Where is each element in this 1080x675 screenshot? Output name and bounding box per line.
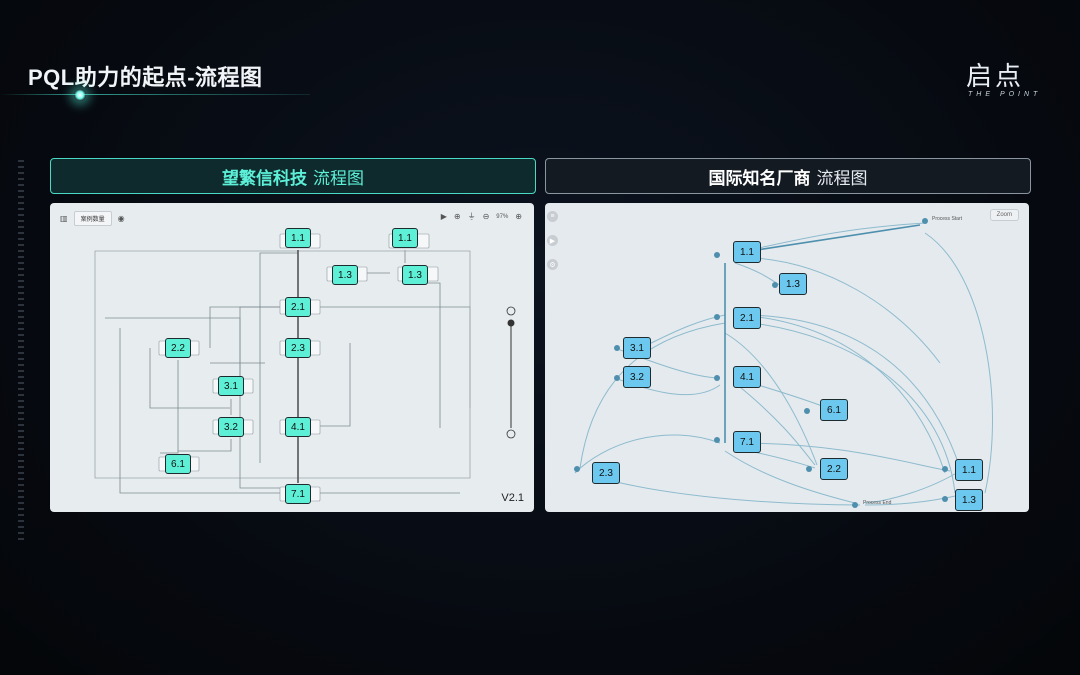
activity-node[interactable]: 1.1 (392, 228, 418, 248)
zoom-out-icon[interactable]: ⊖ (482, 212, 490, 221)
left-panel-header: 望繁信科技 流程图 (50, 158, 536, 194)
chart-icon[interactable]: ▥ (60, 213, 68, 223)
title-underline (0, 94, 310, 95)
activity-node[interactable]: 2.3 (592, 462, 620, 484)
activity-node[interactable]: 3.2 (218, 417, 244, 437)
activity-node[interactable]: 1.1 (733, 241, 761, 263)
logo-main-text: 启点 (966, 62, 1025, 92)
title-glow-dot (74, 89, 86, 101)
activity-node[interactable]: 3.2 (623, 366, 651, 388)
left-header-suffix: 流程图 (313, 168, 364, 188)
activity-node[interactable]: 1.3 (779, 273, 807, 295)
activity-node[interactable]: 6.1 (165, 454, 191, 474)
right-header-company: 国际知名厂商 (708, 168, 811, 188)
activity-node[interactable]: 2.1 (733, 307, 761, 329)
activity-node[interactable]: 1.1 (285, 228, 311, 248)
activity-node[interactable]: 6.1 (820, 399, 848, 421)
activity-node[interactable]: 4.1 (285, 417, 311, 437)
logo-sub-text: THE POINT (968, 91, 1042, 98)
slide-title: PQL助力的起点-流程图 (28, 65, 263, 90)
activity-node[interactable]: 2.3 (285, 338, 311, 358)
left-toolbar: ▥ 案例数量 ◉ (60, 210, 125, 226)
process-end-label: Process End (863, 500, 892, 506)
activity-node[interactable]: 2.2 (820, 458, 848, 480)
target-icon[interactable]: ⊕ (453, 212, 461, 221)
right-header-suffix: 流程图 (816, 168, 868, 188)
left-toolbar-right: ▶ ⊕ ⏚ ⊖ 97% ⊕ (441, 211, 522, 222)
play-icon[interactable]: ▶ (440, 212, 447, 221)
brand-logo: 启点 THE POINT (958, 56, 1058, 102)
left-header-company: 望繁信科技 (222, 168, 307, 188)
zoom-control[interactable]: Zoom (989, 209, 1019, 221)
version-label: V2.1 (501, 492, 524, 504)
metric-dropdown[interactable]: 案例数量 (73, 210, 112, 226)
activity-node[interactable]: 3.1 (623, 337, 651, 359)
activity-node[interactable]: 1.3 (402, 265, 428, 285)
side-decoration (18, 160, 24, 540)
activity-node[interactable]: 1.3 (332, 265, 358, 285)
left-process-map[interactable]: ▥ 案例数量 ◉ ▶ ⊕ ⏚ ⊖ 97% ⊕ 1.1 1.1 1.3 1.3 2… (50, 203, 534, 512)
settings-icon[interactable]: ⚙ (547, 259, 558, 270)
layers-icon[interactable]: ≡ (547, 211, 558, 222)
activity-node[interactable]: 1.3 (955, 489, 983, 511)
eye-icon[interactable]: ◉ (117, 213, 125, 223)
activity-node[interactable]: 3.1 (218, 376, 244, 396)
activity-node[interactable]: 1.1 (955, 459, 983, 481)
right-process-map[interactable]: ≡ ▶ ⚙ Zoom Process Start Process End 1.1… (545, 203, 1029, 512)
activity-node[interactable]: 7.1 (285, 484, 311, 504)
play-icon[interactable]: ▶ (547, 235, 558, 246)
hierarchy-icon[interactable]: ⏚ (467, 212, 476, 221)
process-start-label: Process Start (932, 216, 963, 222)
activity-node[interactable]: 4.1 (733, 366, 761, 388)
activity-node[interactable]: 2.1 (285, 297, 311, 317)
activity-node[interactable]: 7.1 (733, 431, 761, 453)
right-edges (574, 218, 993, 508)
zoom-percent: 97% (496, 213, 509, 220)
zoom-in-icon[interactable]: ⊕ (515, 212, 522, 221)
activity-node[interactable]: 2.2 (165, 338, 191, 358)
right-panel-header: 国际知名厂商 流程图 (545, 158, 1031, 194)
